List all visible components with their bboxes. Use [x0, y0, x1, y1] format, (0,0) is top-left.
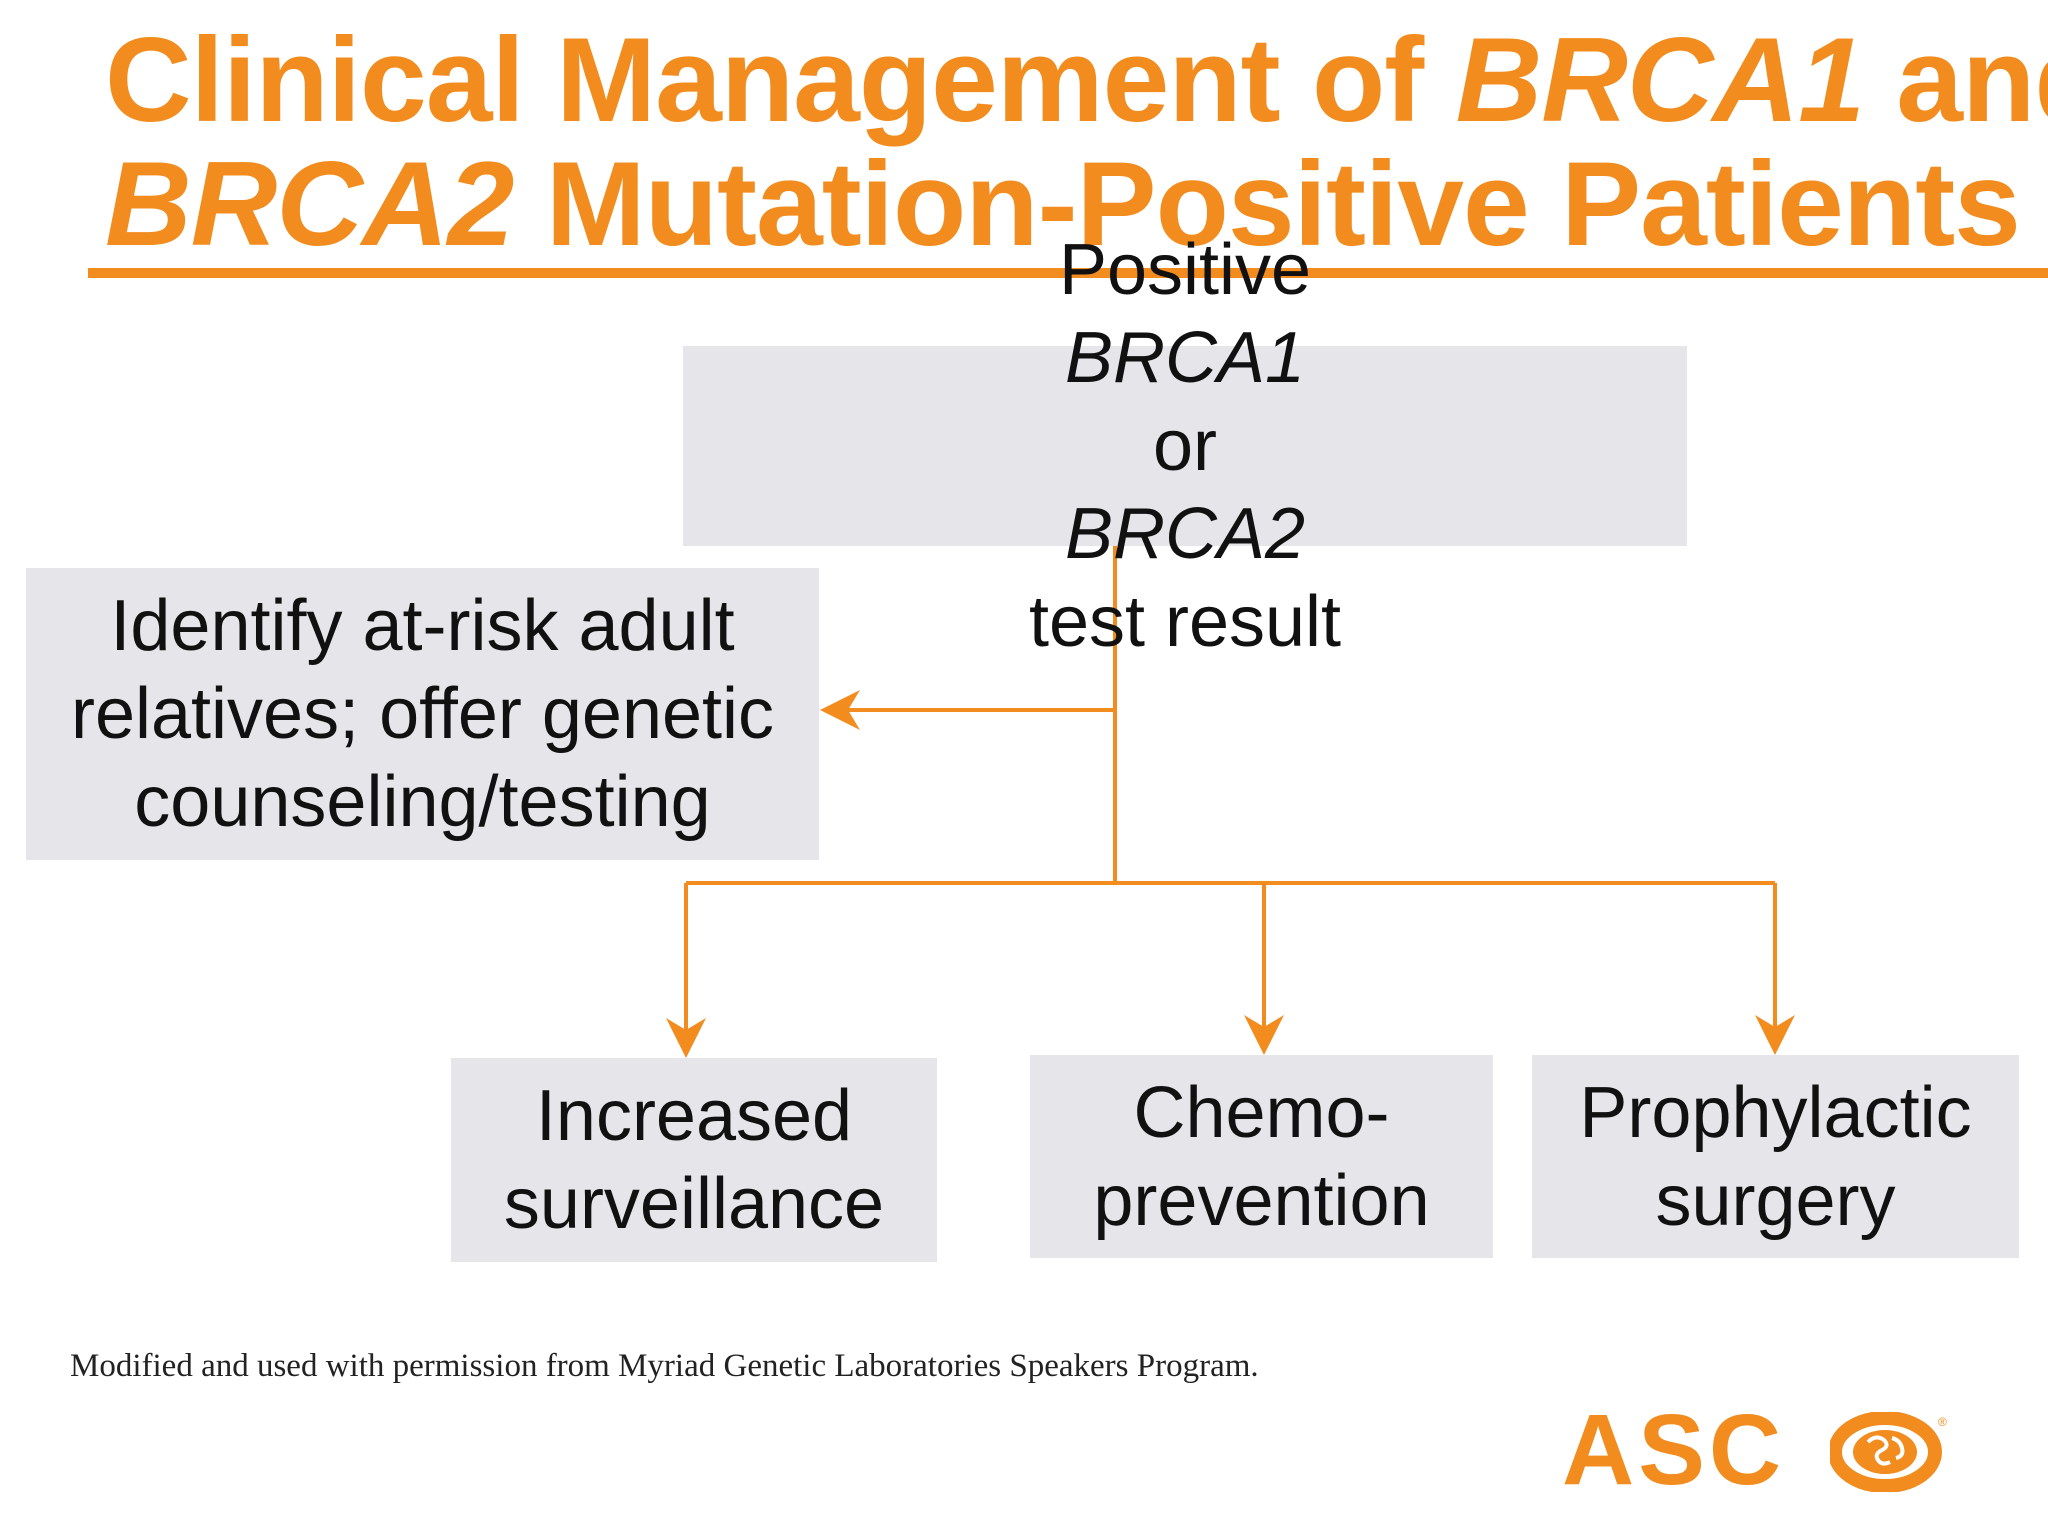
box-identify-relatives: Identify at-risk adult relatives; offer … [26, 568, 819, 860]
box-relatives-line-1: Identify at-risk adult [110, 586, 735, 666]
asco-logo: ASC ® [1562, 1400, 1962, 1500]
box-surveillance-line-1: Increased [535, 1076, 853, 1156]
box-chemoprevention: Chemo- prevention [1030, 1055, 1493, 1258]
registered-mark: ® [1938, 1415, 1947, 1429]
box-chemoprevention-line-2: prevention [1093, 1160, 1430, 1241]
box-relatives-line-2: relatives; offer genetic [70, 674, 775, 754]
box-chemoprevention-line-1: Chemo- [1133, 1072, 1390, 1153]
box-surveillance-line-2: surveillance [503, 1164, 885, 1244]
box-positive-test-result: Positive BRCA1 or BRCA2 test result [683, 230, 1687, 662]
title-underline [88, 268, 2048, 278]
box-relatives-line-3: counseling/testing [134, 762, 711, 842]
box-surgery-line-2: surgery [1655, 1160, 1896, 1241]
title-line-2: BRCA2 Mutation-Positive Patients [105, 137, 2021, 271]
globe-icon: ® [1830, 1412, 1947, 1492]
box-increased-surveillance: Increased surveillance [451, 1058, 937, 1262]
logo-wordmark: ASC [1562, 1394, 1786, 1506]
title-line-1: Clinical Management of BRCA1 and [105, 13, 2048, 147]
box-surgery-line-1: Prophylactic [1579, 1072, 1972, 1153]
footnote: Modified and used with permission from M… [70, 1348, 1259, 1384]
box-prophylactic-surgery: Prophylactic surgery [1532, 1055, 2019, 1258]
slide-title: Clinical Management of BRCA1 and BRCA2 M… [105, 13, 2048, 271]
box-root-line-1: Positive BRCA1 or BRCA2 [1058, 230, 1312, 574]
box-root-line-2: test result [1028, 582, 1342, 662]
